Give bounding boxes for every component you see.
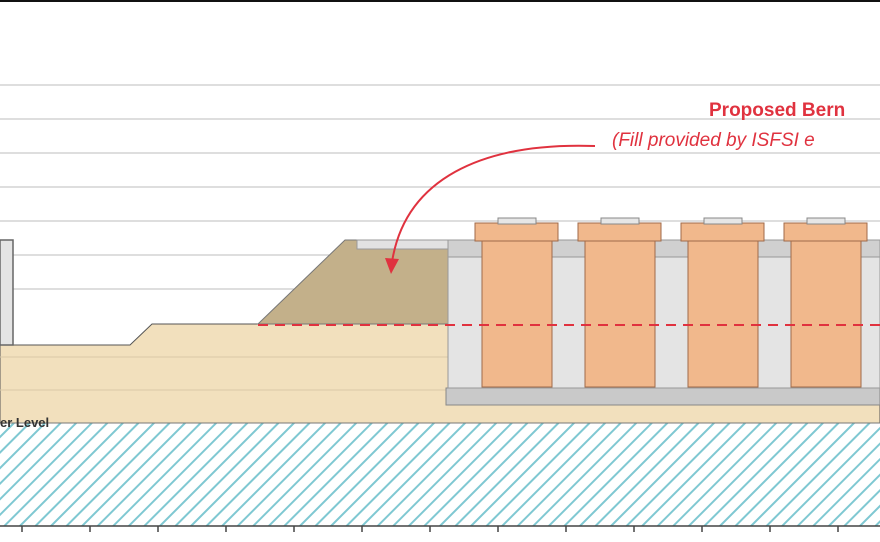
groundwater-zone bbox=[0, 423, 880, 526]
annotation-subtitle: (Fill provided by ISFSI e bbox=[612, 130, 815, 151]
isfsi-pad bbox=[445, 387, 880, 406]
cask-1 bbox=[474, 217, 559, 388]
curved-arrow-icon bbox=[385, 144, 596, 274]
scale-ticks bbox=[21, 526, 839, 532]
isfsi-top-slab bbox=[447, 239, 880, 258]
left-structure bbox=[0, 239, 14, 346]
annotation-title: Proposed Bern bbox=[709, 100, 846, 121]
storage-casks bbox=[474, 217, 868, 388]
cask-2 bbox=[577, 217, 662, 388]
cask-4 bbox=[783, 217, 868, 388]
proposed-berm bbox=[256, 239, 449, 325]
top-rule bbox=[0, 0, 880, 2]
berm-cap bbox=[356, 239, 449, 250]
water-level-label: er Level bbox=[0, 415, 50, 430]
cask-3 bbox=[680, 217, 765, 388]
